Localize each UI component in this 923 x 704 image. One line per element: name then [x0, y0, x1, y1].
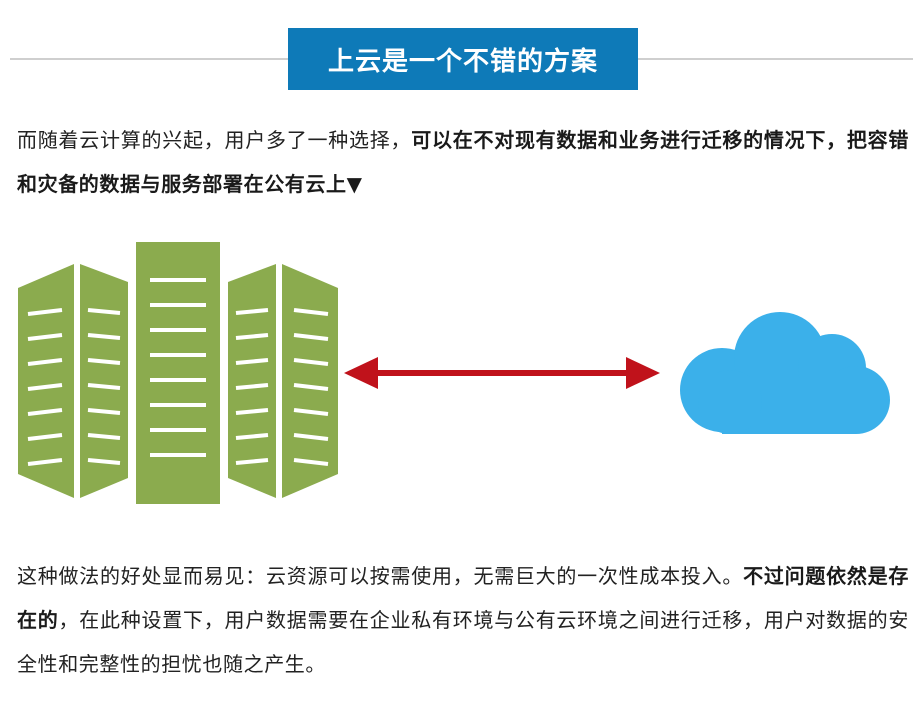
paragraph-intro: 而随着云计算的兴起，用户多了一种选择，可以在不对现有数据和业务进行迁移的情况下，… — [17, 118, 909, 206]
server-slot — [293, 308, 329, 316]
server-slot — [27, 458, 63, 466]
server-slot — [293, 358, 329, 366]
server-slot — [87, 458, 121, 465]
illustration-svg — [18, 242, 890, 504]
illustration — [0, 240, 923, 510]
divider-right — [638, 58, 913, 60]
paragraph-analysis-emphasis: 不过问题依然是存在的 — [17, 564, 909, 632]
server-slot — [27, 333, 63, 341]
arrow-head-left — [344, 357, 378, 389]
server-slot — [293, 458, 329, 466]
section-header: 上云是一个不错的方案 — [0, 28, 923, 90]
arrow-head-right — [626, 357, 660, 389]
paragraph-analysis-text-1: 这种做法的好处显而易见：云资源可以按需使用，无需巨大的一次性成本投入。 — [17, 564, 744, 588]
server-slot — [235, 358, 269, 365]
server-slot — [87, 333, 121, 340]
server-slot — [87, 358, 121, 365]
server-slot — [235, 458, 269, 465]
server-slot — [27, 383, 63, 391]
server-slot — [293, 333, 329, 341]
server-slot — [235, 408, 269, 415]
server-slot — [27, 408, 63, 416]
server-slot — [235, 333, 269, 340]
server-slot — [27, 433, 63, 441]
section-title: 上云是一个不错的方案 — [288, 28, 638, 90]
double-arrow-icon — [344, 357, 660, 389]
server-slot — [27, 308, 63, 316]
server-slot — [87, 408, 121, 415]
server-rack-icon — [18, 242, 338, 504]
server-slot — [87, 383, 121, 390]
server-slot — [293, 433, 329, 441]
server-slot — [27, 358, 63, 366]
server-slot — [87, 308, 121, 315]
server-slot — [235, 433, 269, 440]
divider-left — [10, 58, 288, 60]
paragraph-analysis: 这种做法的好处显而易见：云资源可以按需使用，无需巨大的一次性成本投入。不过问题依… — [17, 554, 909, 686]
server-slot — [87, 433, 121, 440]
server-slot — [235, 308, 269, 315]
server-slot — [235, 383, 269, 390]
paragraph-intro-emphasis: 可以在不对现有数据和业务进行迁移的情况下，把容错和灾备的数据与服务部署在公有云上… — [17, 128, 909, 196]
cloud-icon — [680, 312, 890, 434]
paragraph-intro-text: 而随着云计算的兴起，用户多了一种选择， — [17, 128, 412, 152]
paragraph-analysis-text-2: ，在此种设置下，用户数据需要在企业私有环境与公有云环境之间进行迁移，用户对数据的… — [17, 608, 909, 676]
server-slot — [293, 408, 329, 416]
server-center — [136, 242, 220, 504]
server-slot — [293, 383, 329, 391]
